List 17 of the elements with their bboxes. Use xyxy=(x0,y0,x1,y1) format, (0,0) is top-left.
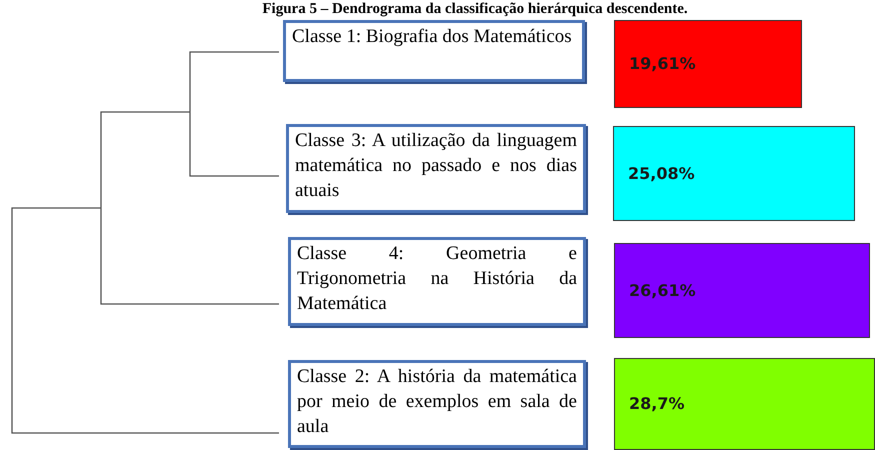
percentage-value: 19,61% xyxy=(629,53,696,75)
class-description: Classe 2: A história da matemática por meio de exemplos em sala de aula xyxy=(297,365,577,439)
percentage-bar xyxy=(614,243,870,338)
percentage-bar xyxy=(613,126,855,221)
percentage-bar xyxy=(614,358,875,450)
percentage-value: 25,08% xyxy=(628,162,695,184)
figure-title: Figura 5 – Dendrograma da classificação hierárquica descendente. xyxy=(261,1,689,18)
class-description: Classe 3: A utilização da linguagem matemática no passado e nos dias atuais xyxy=(295,129,577,203)
class-box xyxy=(288,360,586,448)
class-box xyxy=(286,124,586,213)
percentage-value: 26,61% xyxy=(629,280,696,302)
percentage-value: 28,7% xyxy=(629,393,685,415)
class-box xyxy=(288,237,586,326)
class-description: Classe 1: Biografia dos Matemáticos xyxy=(292,25,573,49)
percentage-bar xyxy=(614,20,802,108)
class-description: Classe 4: Geometria e Trigonometria na História da Matemática xyxy=(297,242,577,316)
class-box xyxy=(283,20,585,82)
